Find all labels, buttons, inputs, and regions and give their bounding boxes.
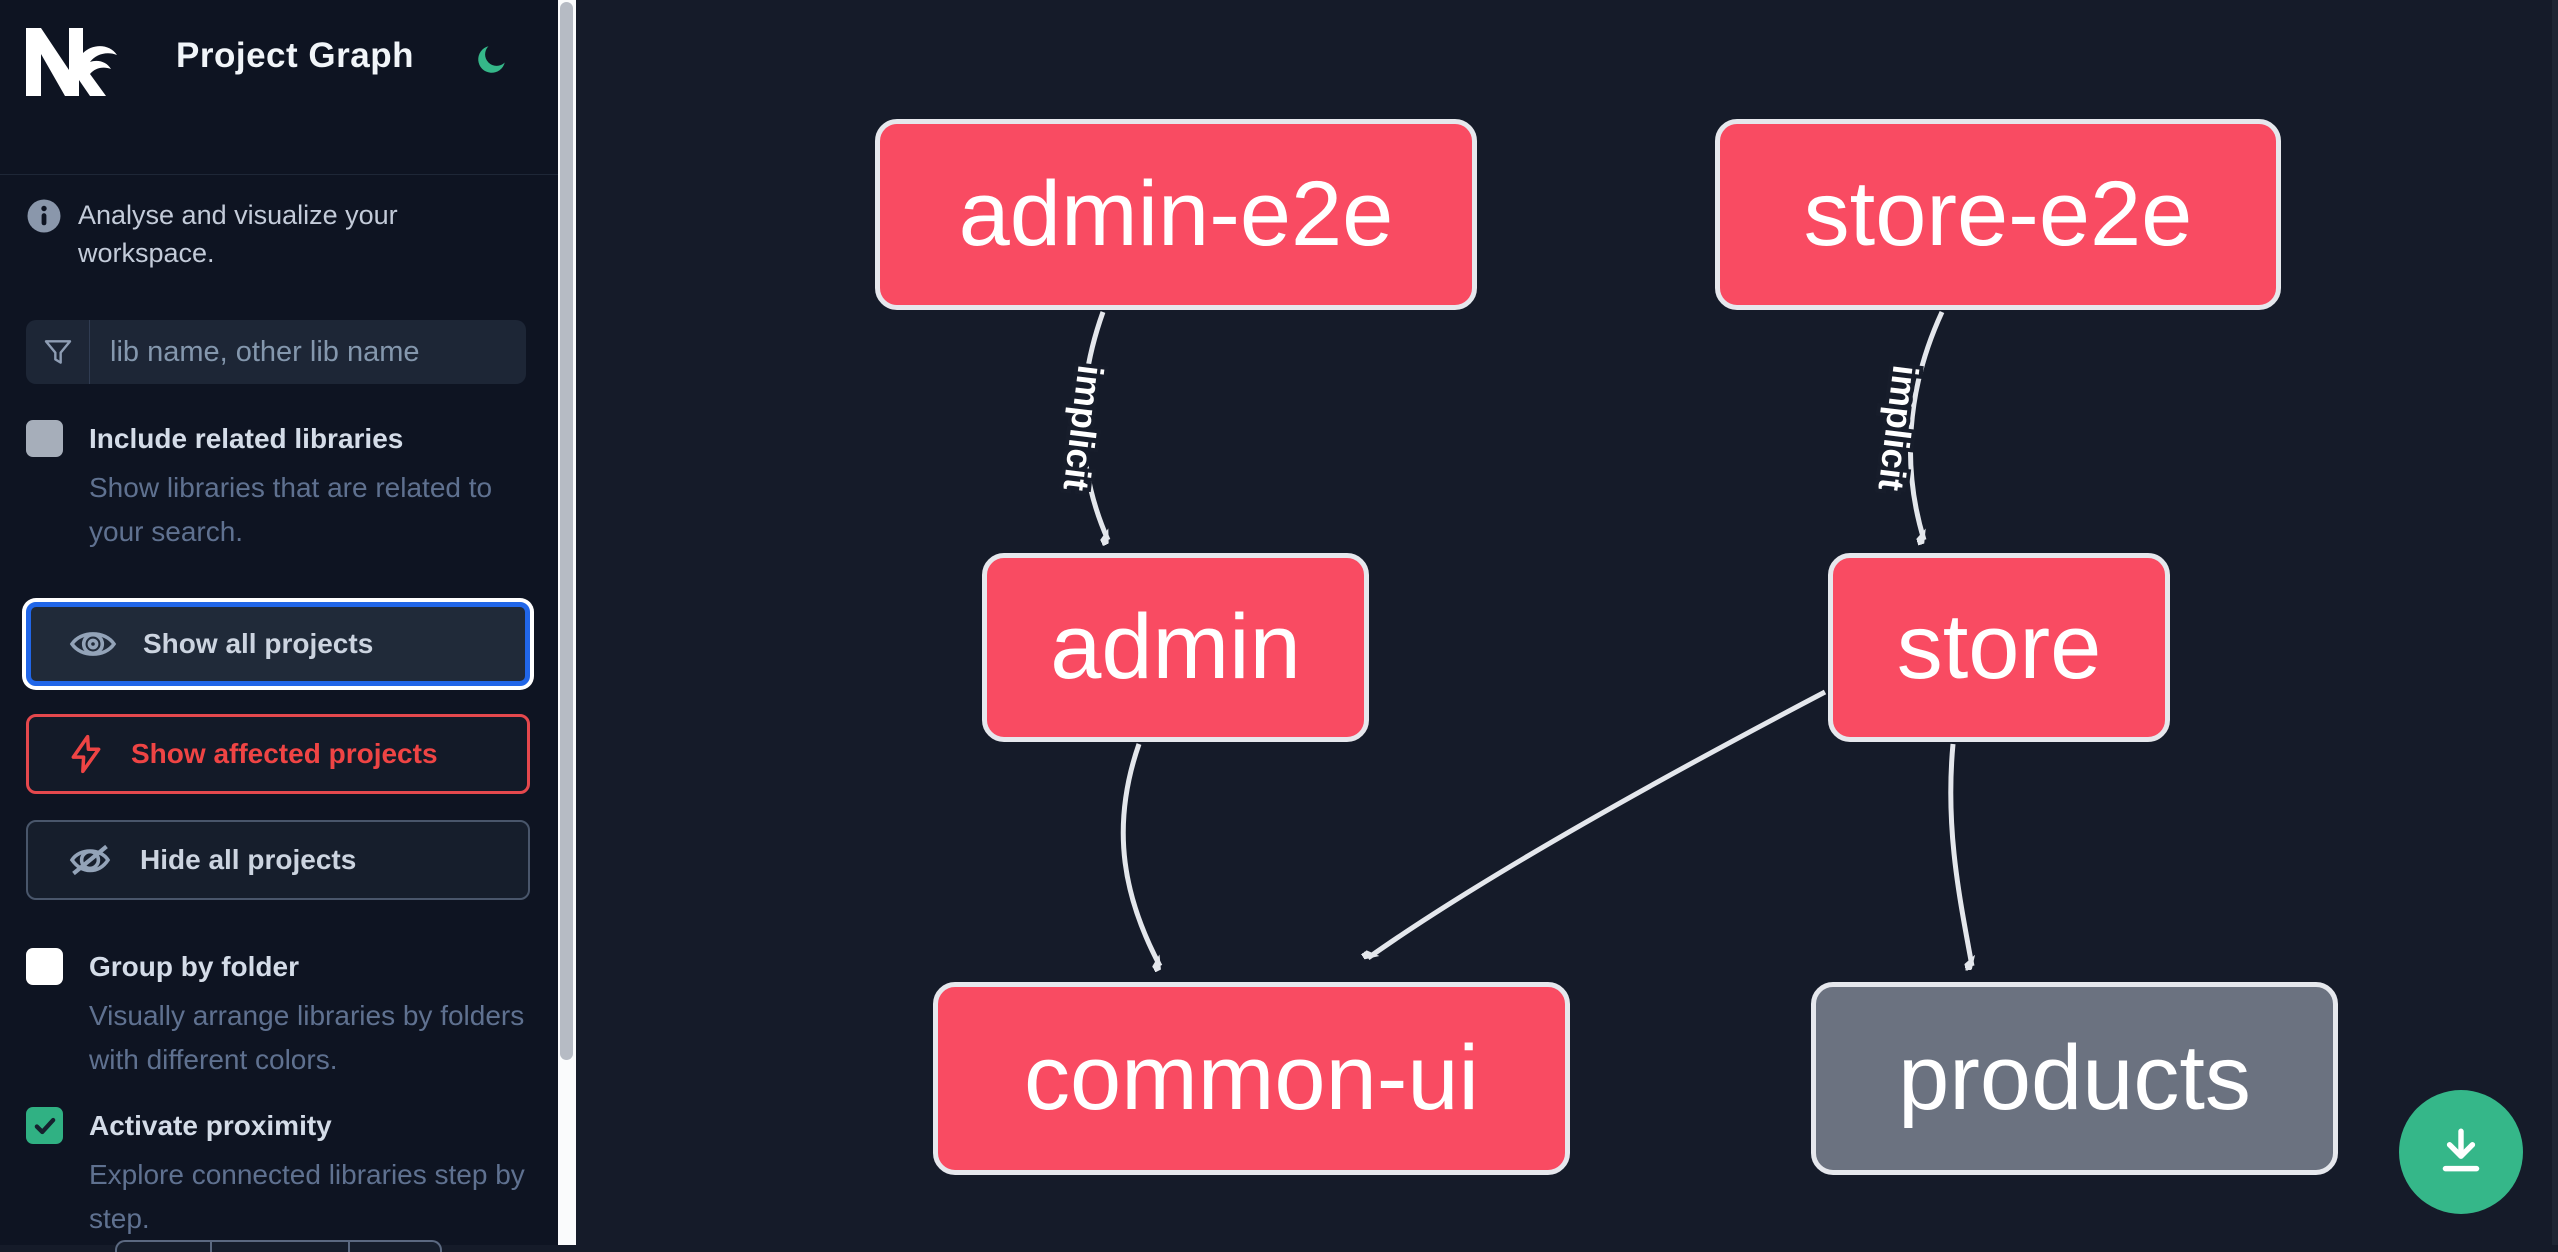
canvas-scrollbar-track — [2552, 0, 2558, 1245]
toggle-label: Include related libraries — [89, 422, 404, 454]
search-input[interactable] — [90, 320, 526, 384]
show-affected-projects-button[interactable]: Show affected projects — [26, 714, 530, 794]
edge-admin-e2e-admin — [1080, 311, 1111, 540]
download-graph-button[interactable] — [2399, 1090, 2523, 1214]
download-icon — [2442, 1128, 2480, 1172]
proximity-stepper[interactable] — [115, 1240, 442, 1252]
edge-store-e2e-store — [1908, 310, 1945, 540]
button-label: Hide all projects — [140, 844, 357, 875]
toggle-activate-proximity: Activate proximity Explore connected lib… — [26, 1107, 532, 1241]
sidebar-header: Project Graph — [0, 0, 558, 175]
sidebar-scrollbar-track — [558, 0, 576, 1245]
toggle-group-by-folder: Group by folder Visually arrange librari… — [26, 948, 532, 1082]
edge-label-implicit: implicit — [1055, 363, 1111, 493]
graph-node-products[interactable]: products — [1811, 982, 2338, 1175]
theme-toggle-button[interactable] — [470, 38, 514, 82]
toggle-description: Show libraries that are related to your … — [89, 472, 493, 547]
hide-all-projects-button[interactable]: Hide all projects — [26, 820, 530, 900]
activate-proximity-checkbox[interactable] — [26, 1107, 63, 1144]
group-by-folder-checkbox[interactable] — [26, 948, 63, 985]
show-all-projects-button[interactable]: Show all projects — [26, 602, 530, 686]
graph-node-admin-e2e[interactable]: admin-e2e — [875, 119, 1477, 310]
button-label: Show affected projects — [131, 738, 438, 769]
edge-admin-common-ui — [1120, 743, 1160, 966]
edge-store-products — [1948, 743, 1972, 966]
stepper-decrement[interactable] — [117, 1242, 212, 1252]
info-icon — [27, 199, 61, 233]
graph-node-store-e2e[interactable]: store-e2e — [1715, 119, 2281, 310]
toggle-label: Activate proximity — [89, 1109, 332, 1141]
search-box — [26, 320, 526, 384]
stepper-increment[interactable] — [350, 1242, 440, 1252]
bolt-icon — [71, 734, 101, 774]
graph-node-admin[interactable]: admin — [982, 553, 1369, 742]
funnel-icon — [26, 320, 90, 384]
graph-edges: implicit implicit — [1051, 310, 2558, 1245]
graph-node-common-ui[interactable]: common-ui — [933, 982, 1570, 1175]
eye-icon — [69, 632, 117, 656]
include-related-checkbox[interactable] — [26, 420, 63, 457]
nx-logo — [26, 28, 117, 96]
toggle-include-related: Include related libraries Show libraries… — [26, 420, 532, 554]
info-text: Analyse and visualize your workspace. — [78, 200, 398, 268]
moon-icon — [478, 45, 505, 73]
sidebar-scrollbar-thumb[interactable] — [560, 2, 573, 1060]
edge-label-implicit: implicit — [1870, 363, 1926, 493]
button-label: Show all projects — [143, 628, 374, 659]
project-graph-canvas[interactable]: implicit implicit admin-e2e store-e2e ad… — [576, 0, 2558, 1245]
edge-store-common-ui — [1368, 689, 1827, 958]
toggle-label: Group by folder — [89, 950, 299, 982]
toggle-description: Visually arrange libraries by folders wi… — [89, 1000, 525, 1075]
eye-off-icon — [69, 844, 111, 876]
graph-node-store[interactable]: store — [1828, 553, 2170, 742]
check-icon — [34, 1117, 55, 1134]
toggle-description: Explore connected libraries step by step… — [89, 1159, 525, 1234]
workspace-info: Analyse and visualize your workspace. — [26, 196, 532, 272]
page-title: Project Graph — [176, 36, 414, 75]
sidebar: Project Graph Analyse and visualize your… — [0, 0, 558, 1252]
stepper-value — [212, 1242, 350, 1252]
